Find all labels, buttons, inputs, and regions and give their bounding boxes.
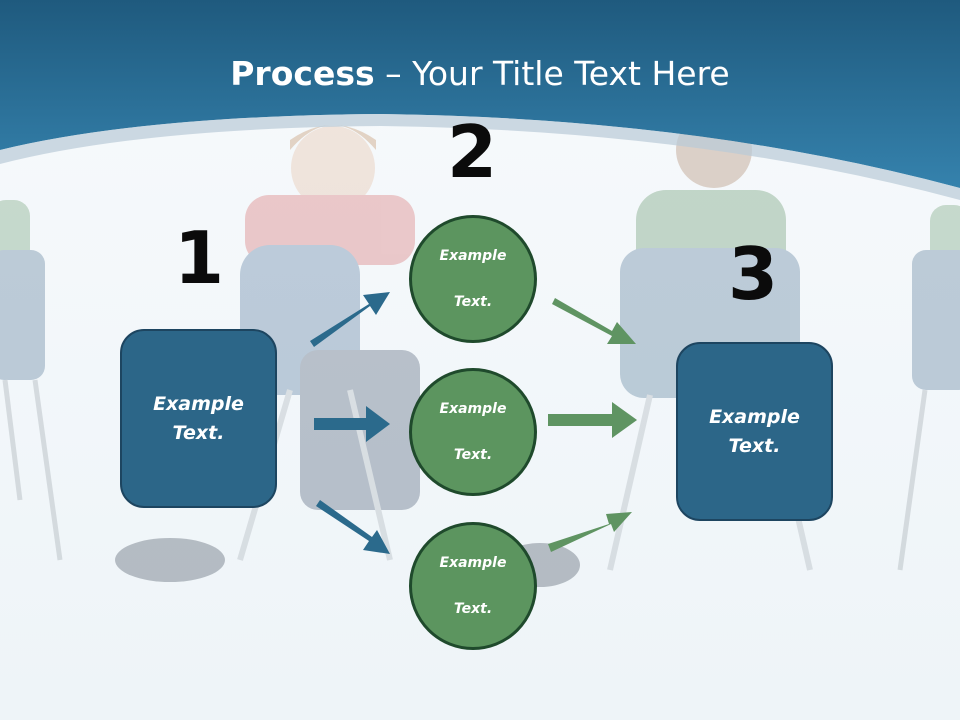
title-bold: Process (230, 54, 375, 93)
step-number-2: 2 (446, 110, 498, 194)
slide-title: Process – Your Title Text Here (0, 54, 960, 94)
right-box-line2: Text. (728, 434, 781, 457)
circle-top-line1: Example (439, 247, 507, 264)
left-box-line2: Text. (172, 421, 225, 444)
step-number-1: 1 (173, 216, 225, 300)
blue-arrows (310, 292, 390, 554)
circle-bottom-line2: Text. (453, 600, 493, 617)
circle-middle-line1: Example (439, 400, 507, 417)
title-rest: – Your Title Text Here (374, 54, 730, 93)
green-arrows (548, 298, 637, 552)
circle-middle-line2: Text. (453, 446, 493, 463)
header-band (0, 0, 960, 188)
circle-top-line2: Text. (453, 293, 493, 310)
step-number-3: 3 (727, 232, 779, 316)
left-box-line1: Example (153, 392, 244, 415)
circle-bottom-line1: Example (439, 554, 507, 571)
right-box-line1: Example (709, 405, 800, 428)
